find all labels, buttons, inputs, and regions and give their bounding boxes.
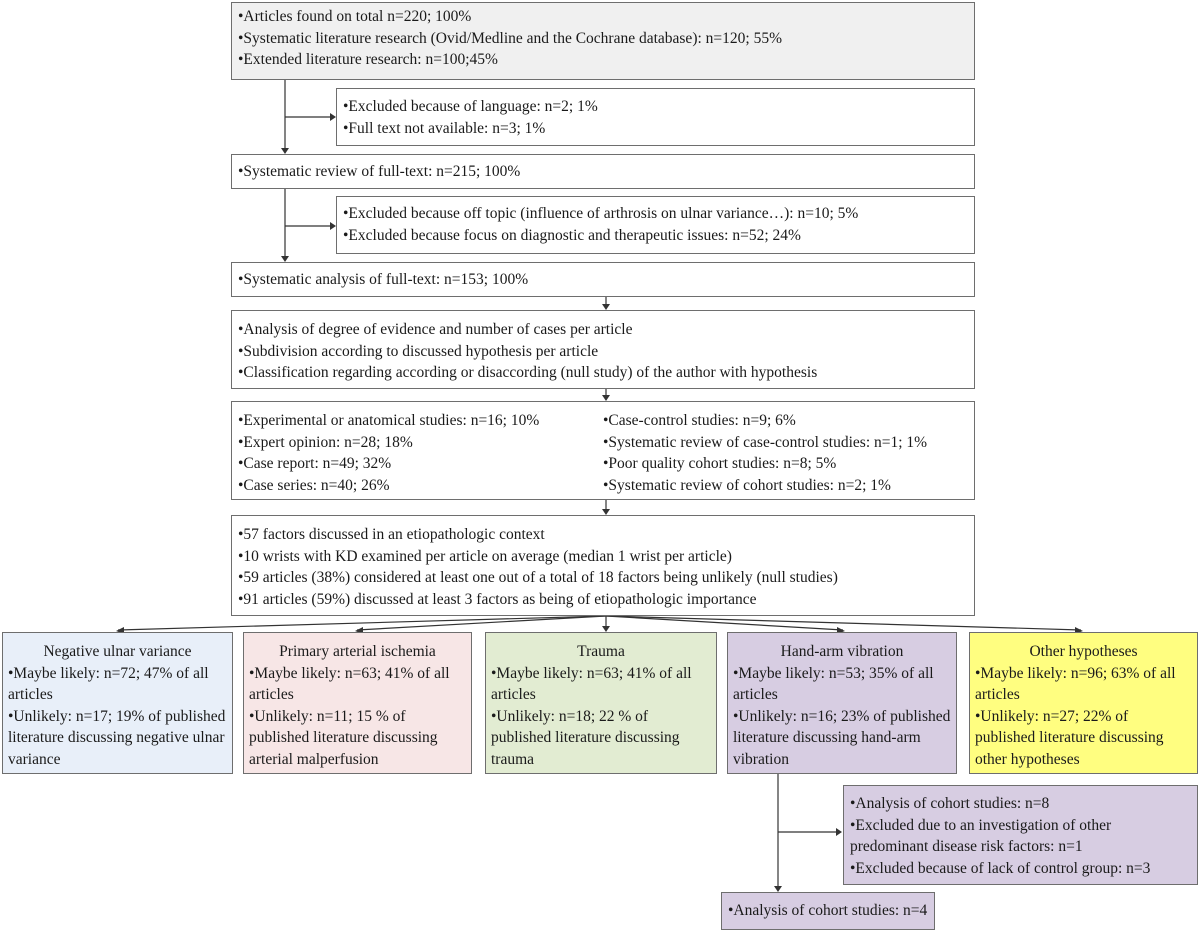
box-line: •Classification regarding according or d… [238,364,818,381]
box-line: •Expert opinion: n=28; 18% [238,433,413,451]
cohort-studies-final-box: •Analysis of cohort studies: n=4 [721,892,935,930]
box-line: •Maybe likely: n=72; 47% of all articles [8,664,209,704]
box-line: •Analysis of cohort studies: n=4 [728,902,928,919]
hypothesis-title: Other hypotheses [1029,643,1138,660]
box-line: •Case-control studies: n=9; 6% [603,412,796,429]
hypothesis-title: Primary arterial ischemia [279,643,436,660]
box-line: •Systematic review of case-control studi… [603,433,928,451]
box-line: •Poor quality cohort studies: n=8; 5% [603,455,837,472]
evidence-analysis-box: •Analysis of degree of evidence and numb… [231,310,975,389]
other-hypotheses-box: Other hypotheses •Maybe likely: n=96; 63… [969,632,1198,774]
box-line: •Maybe likely: n=63; 41% of all articles [249,664,450,704]
articles-found-box: •Articles found on total n=220; 100% •Sy… [231,2,975,80]
box-line: •Maybe likely: n=53; 35% of all articles [733,664,934,704]
cohort-studies-box: •Analysis of cohort studies: n=8 •Exclud… [843,785,1198,885]
box-line: •Unlikely: n=17; 19% of published litera… [8,707,226,768]
systematic-review-box: •Systematic review of full-text: n=215; … [231,154,975,189]
box-line: •Analysis of cohort studies: n=8 [850,795,1050,812]
study-types-box: •Experimental or anatomical studies: n=1… [231,401,975,500]
excluded-language-box: •Excluded because of language: n=2; 1% •… [336,88,975,146]
box-line: •Systematic literature research (Ovid/Me… [238,29,782,47]
box-line: •Case series: n=40; 26% [238,476,390,494]
hypothesis-title: Hand-arm vibration [780,643,904,660]
box-line: •Analysis of degree of evidence and numb… [238,321,633,338]
box-line: •Maybe likely: n=63; 41% of all articles [491,664,692,704]
box-line: •Excluded because focus on diagnostic an… [343,226,801,244]
box-line: •Full text not available: n=3; 1% [343,119,546,137]
box-line: •Extended literature research: n=100;45% [238,51,498,68]
box-line: •Experimental or anatomical studies: n=1… [238,412,540,429]
box-line: •Articles found on total n=220; 100% [238,8,472,25]
hypothesis-title: Trauma [577,643,625,660]
primary-arterial-ischemia-box: Primary arterial ischemia •Maybe likely:… [243,632,472,774]
box-line: •Systematic review of cohort studies: n=… [603,476,891,494]
box-line: •91 articles (59%) discussed at least 3 … [238,590,757,608]
box-line: •Unlikely: n=16; 23% of published litera… [733,707,951,768]
box-line: •10 wrists with KD examined per article … [238,547,732,565]
box-line: •Maybe likely: n=96; 63% of all articles [975,664,1176,704]
box-line: •Unlikely: n=18; 22 % of published liter… [491,707,680,768]
hypothesis-title: Negative ulnar variance [43,643,192,660]
box-line: •Excluded due to an investigation of oth… [850,816,1112,856]
box-line: •Systematic analysis of full-text: n=153… [238,271,529,288]
factors-summary-box: •57 factors discussed in an etiopatholog… [231,515,975,616]
excluded-off-topic-box: •Excluded because off topic (influence o… [336,196,975,254]
study-types-left: •Experimental or anatomical studies: n=1… [238,410,539,496]
box-line: •Subdivision according to discussed hypo… [238,342,599,360]
trauma-box: Trauma •Maybe likely: n=63; 41% of all a… [485,632,717,774]
study-types-right: •Case-control studies: n=9; 6% •Systemat… [603,410,927,496]
box-line: •Unlikely: n=27; 22% of published litera… [975,707,1164,768]
box-line: •Excluded because off topic (influence o… [343,205,859,222]
box-line: •59 articles (38%) considered at least o… [238,569,838,586]
box-line: •Systematic review of full-text: n=215; … [238,163,521,180]
box-line: •Unlikely: n=11; 15 % of published liter… [249,707,438,768]
systematic-analysis-box: •Systematic analysis of full-text: n=153… [231,262,975,297]
box-line: •Case report: n=49; 32% [238,455,392,472]
box-line: •Excluded because of lack of control gro… [850,859,1151,877]
box-line: •Excluded because of language: n=2; 1% [343,98,598,115]
box-line: •57 factors discussed in an etiopatholog… [238,526,545,543]
negative-ulnar-variance-box: Negative ulnar variance •Maybe likely: n… [2,632,233,774]
hand-arm-vibration-box: Hand-arm vibration •Maybe likely: n=53; … [727,632,957,774]
